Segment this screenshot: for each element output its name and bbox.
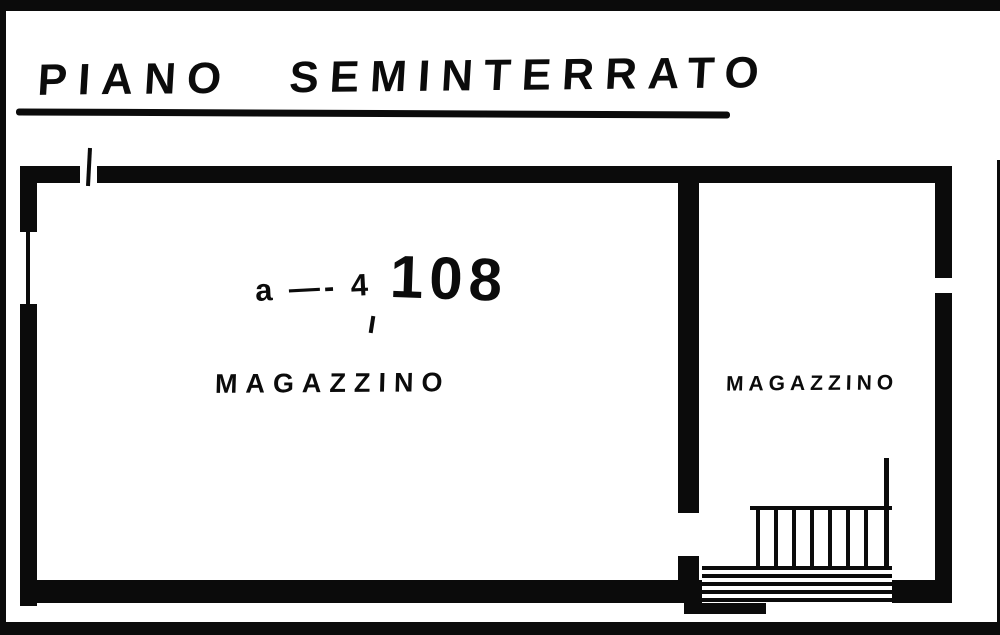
stair-hatch-line [702, 590, 892, 594]
outer-wall-right [935, 166, 952, 603]
stair-riser [864, 510, 868, 566]
room-label-magazzino-right: MAGAZZINO [725, 371, 899, 396]
stair-riser [774, 510, 778, 566]
stair-lower-line [702, 566, 892, 570]
scan-edge-top [0, 0, 1000, 11]
right-wall-opening [934, 278, 953, 293]
stair-riser [810, 510, 814, 566]
left-wall-window-line [26, 232, 30, 304]
stair-hatch-line [702, 598, 892, 602]
dimension-annotation: a —- 4 [254, 266, 373, 309]
title-underline [15, 108, 731, 119]
scan-edge-right [997, 160, 1000, 635]
outer-wall-top [20, 166, 952, 183]
stair-lower-line [702, 574, 892, 578]
stair-riser [756, 510, 760, 566]
stair-riser [828, 510, 832, 566]
stair-top-line [750, 506, 892, 510]
interior-wall-stub [678, 556, 699, 584]
stair-stringer [884, 458, 889, 568]
stair-riser [846, 510, 850, 566]
annotation-tick-mark [368, 315, 376, 334]
room-number-annotation: 108 [388, 242, 510, 315]
room-label-magazzino-left: MAGAZZINO [214, 367, 451, 399]
scan-edge-bottom [0, 622, 1000, 635]
plan-title: PIANO SEMINTERRATO [36, 48, 772, 105]
stair-riser [792, 510, 796, 566]
scan-edge-left [0, 0, 6, 635]
stair-hatch-line [702, 582, 892, 586]
interior-partition-wall [678, 183, 699, 513]
